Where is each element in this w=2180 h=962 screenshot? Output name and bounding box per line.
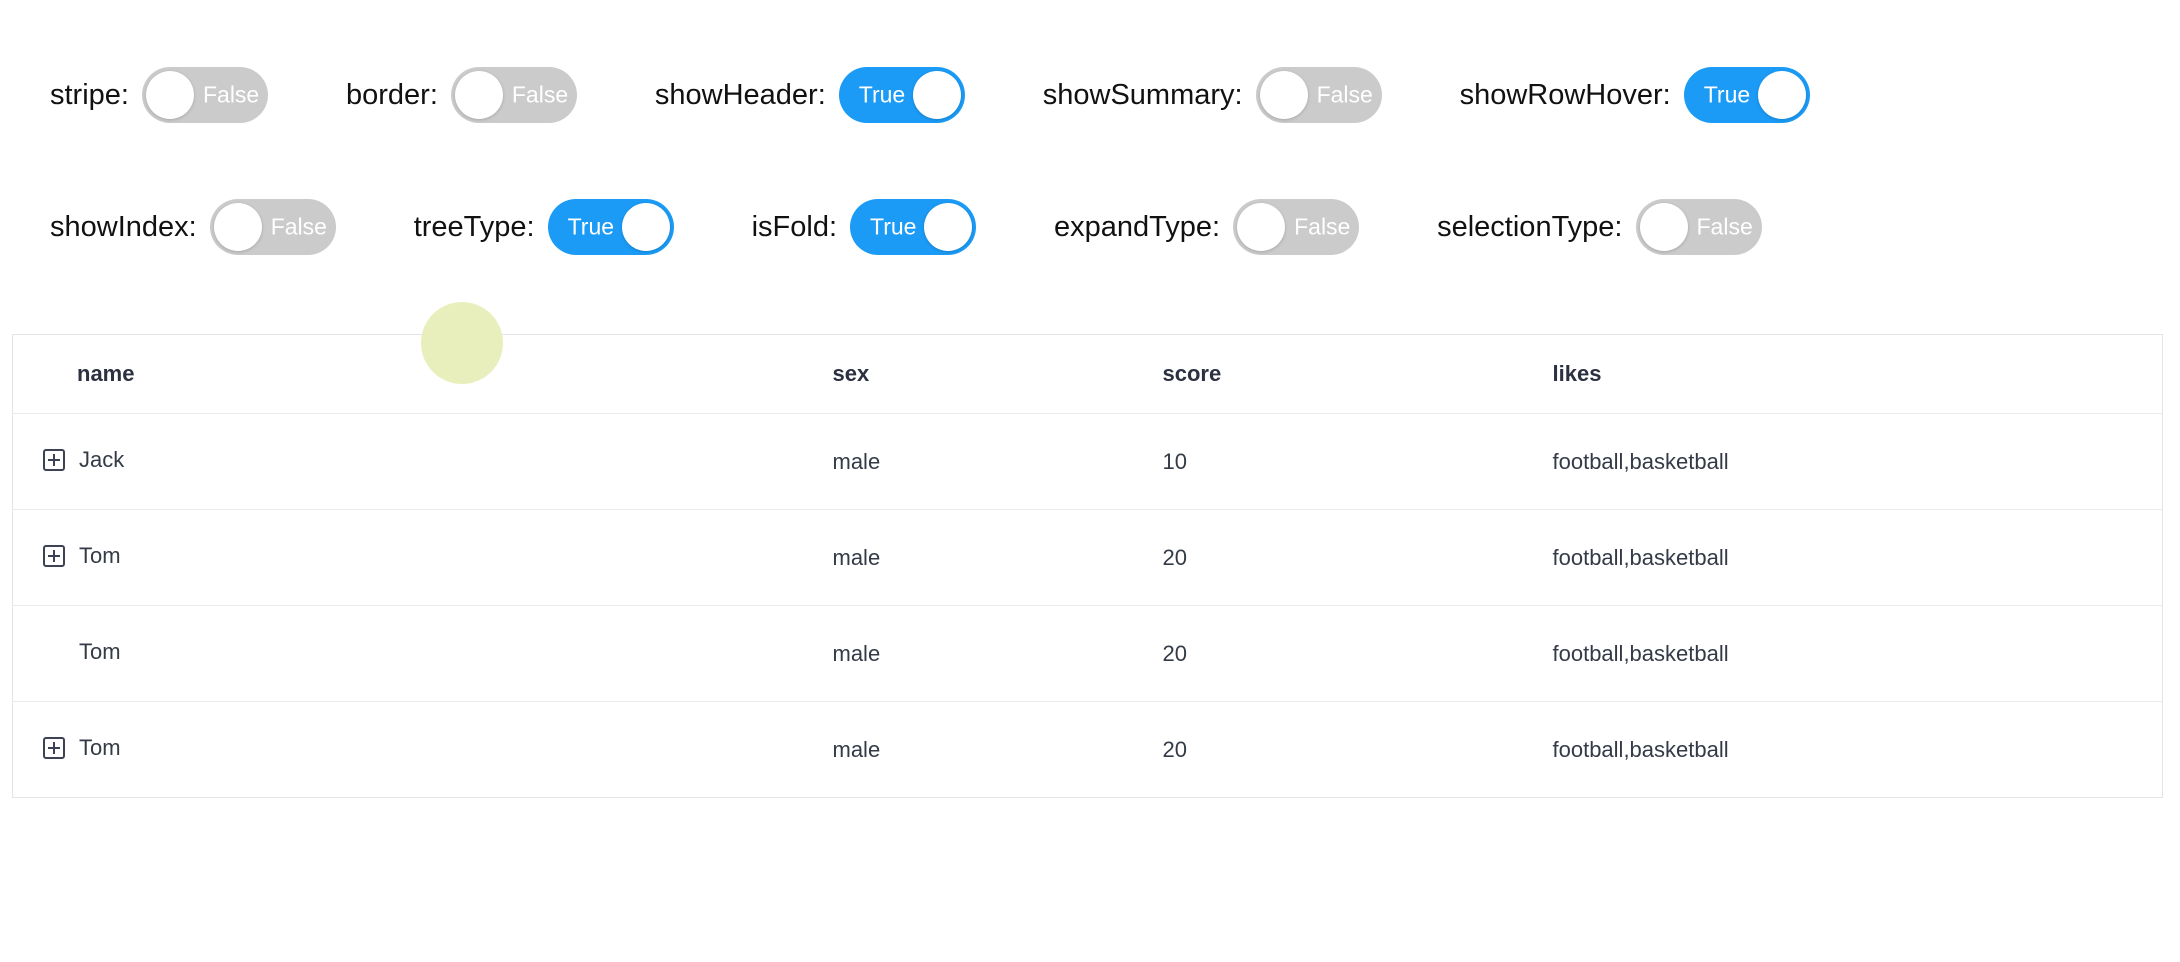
switch-knob (912, 71, 961, 119)
cell-score: 20 (1162, 736, 1187, 762)
toggle-item-showRowHover: showRowHover: True (1460, 67, 1810, 123)
switch-treeType[interactable]: True (547, 199, 674, 255)
switch-knob (1639, 203, 1688, 251)
toggle-item-showIndex: showIndex: False (50, 199, 336, 255)
cell-likes: football,basketball (1552, 640, 1729, 666)
switch-state-label: False (511, 81, 569, 108)
toggle-item-treeType: treeType: True (414, 199, 674, 255)
switch-knob (213, 203, 262, 251)
switch-showSummary[interactable]: False (1255, 67, 1382, 123)
switch-knob (621, 203, 670, 251)
toggle-row-2: showIndex: False treeType: True isFold: True e… (50, 199, 1810, 255)
table-header: name sex score likes (13, 335, 2163, 414)
cell-score: 10 (1162, 448, 1187, 474)
cell-likes: football,basketball (1552, 448, 1729, 474)
switch-isFold[interactable]: True (850, 199, 977, 255)
click-indicator (421, 302, 503, 384)
toggle-item-isFold: isFold: True (751, 199, 977, 255)
table-row[interactable]: Tom male 20 football,basketball (12, 605, 2163, 702)
switch-state-label: True (870, 213, 917, 240)
toggle-item-stripe: stripe: False (50, 67, 268, 123)
switch-expandType[interactable]: False (1233, 199, 1360, 255)
toggle-label-showIndex: showIndex: (50, 210, 197, 243)
name-cell-inner: Jack (43, 447, 124, 473)
column-header-likes: likes (1552, 361, 1602, 386)
toggle-label-isFold: isFold: (751, 210, 838, 243)
switch-state-label: False (1316, 81, 1373, 108)
toggle-item-showSummary: showSummary: False (1043, 67, 1382, 123)
cell-sex: male (832, 736, 881, 762)
column-header-sex: sex (832, 361, 870, 386)
switch-knob (454, 71, 503, 119)
toggle-label-stripe: stripe: (50, 78, 129, 111)
switch-knob (1757, 71, 1806, 119)
toggle-item-showHeader: showHeader: True (655, 67, 965, 123)
switch-border[interactable]: False (450, 67, 577, 123)
cell-name: Tom (13, 702, 803, 798)
name-text: Tom (79, 638, 121, 664)
switch-knob (145, 71, 194, 119)
switch-knob (1237, 203, 1286, 251)
switch-stripe[interactable]: False (141, 67, 268, 123)
expand-plus-icon[interactable] (43, 448, 65, 471)
toggle-label-treeType: treeType: (413, 210, 535, 243)
name-cell-inner: Tom (43, 639, 121, 665)
switch-state-label: False (270, 213, 327, 240)
switch-selectionType[interactable]: False (1635, 199, 1762, 255)
cell-name: Jack (13, 414, 803, 510)
table-row[interactable]: Jack male 10 football,basketball (12, 413, 2163, 510)
cell-likes: football,basketball (1552, 544, 1729, 570)
expand-plus-icon[interactable] (43, 544, 65, 567)
switch-showRowHover[interactable]: True (1683, 67, 1810, 123)
expand-plus-icon[interactable] (43, 736, 65, 759)
switch-state-label: False (1696, 213, 1753, 240)
table-row[interactable]: Tom male 20 football,basketball (12, 509, 2163, 606)
toggle-label-showRowHover: showRowHover: (1459, 78, 1671, 111)
column-header-score: score (1162, 361, 1222, 386)
cell-sex: male (832, 448, 881, 474)
switch-showIndex[interactable]: False (209, 199, 336, 255)
cell-score: 20 (1162, 640, 1187, 666)
name-text: Tom (79, 542, 121, 568)
toggle-item-expandType: expandType: False (1054, 199, 1360, 255)
toggle-label-border: border: (345, 78, 438, 111)
toggle-label-showHeader: showHeader: (654, 78, 826, 111)
switch-state-label: True (567, 213, 615, 240)
switch-knob (1259, 71, 1308, 119)
toggle-label-selectionType: selectionType: (1437, 210, 1623, 243)
data-table: name sex score likes Jack male 10 football,bas… (12, 334, 2163, 798)
toggle-label-showSummary: showSummary: (1042, 78, 1243, 111)
toggle-item-border: border: False (346, 67, 577, 123)
cell-score: 20 (1162, 544, 1187, 570)
cell-name: Tom (13, 510, 803, 606)
table-row[interactable]: Tom male 20 football,basketball (12, 701, 2163, 798)
cell-sex: male (832, 544, 881, 570)
cell-sex: male (832, 640, 881, 666)
switch-showHeader[interactable]: True (838, 67, 965, 123)
column-header-name: name (77, 361, 135, 386)
switch-state-label: True (858, 81, 906, 108)
name-cell-inner: Tom (43, 543, 121, 569)
toggle-item-selectionType: selectionType: False (1437, 199, 1762, 255)
switch-state-label: False (1294, 213, 1351, 240)
name-text: Jack (79, 446, 125, 472)
name-cell-inner: Tom (43, 735, 121, 761)
toggle-label-expandType: expandType: (1054, 210, 1221, 243)
cell-likes: football,basketball (1552, 736, 1729, 762)
switch-state-label: False (202, 81, 260, 108)
switch-knob (924, 203, 973, 251)
header-row: name sex score likes (13, 335, 2163, 414)
cell-name: Tom (13, 606, 803, 702)
switch-state-label: True (1703, 81, 1751, 108)
name-text: Tom (79, 734, 121, 760)
